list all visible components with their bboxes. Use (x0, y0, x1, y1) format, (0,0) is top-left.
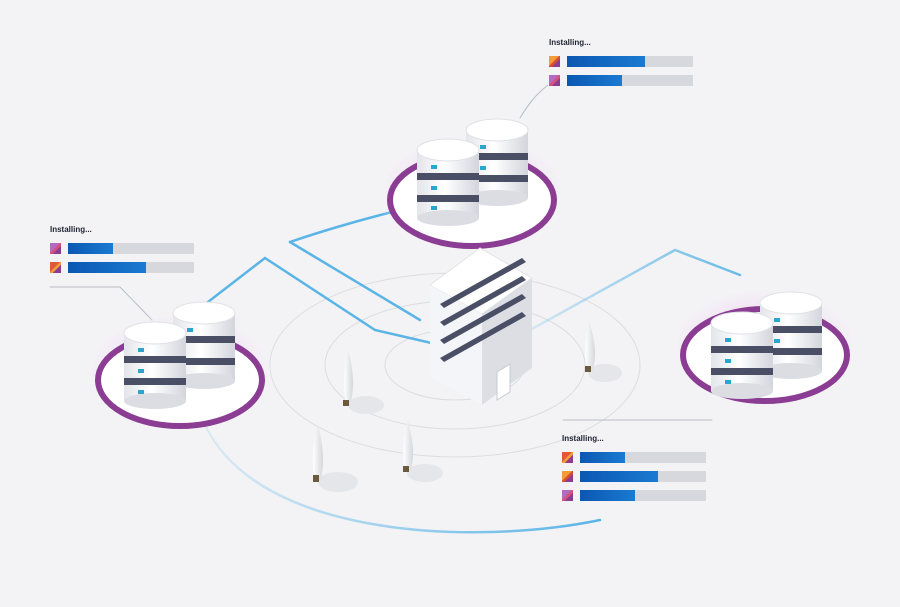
building-windows (440, 258, 526, 362)
red-package-icon (562, 452, 573, 463)
progress-bar-fill (580, 452, 626, 463)
progress-bar (68, 243, 194, 254)
connection-lines (49, 84, 742, 534)
progress-bar-fill (68, 262, 147, 273)
database-cylinder (710, 311, 774, 399)
database-cylinder (416, 138, 480, 226)
progress-bar-fill (68, 243, 114, 254)
install-panel-title: Installing... (549, 38, 591, 47)
database-cylinder (123, 321, 187, 409)
progress-bar-fill (580, 471, 659, 482)
install-panel-title: Installing... (50, 225, 92, 234)
install-item (562, 488, 708, 503)
orange-package-icon (562, 471, 573, 482)
install-item (549, 73, 695, 88)
install-panel-top: Installing... (549, 38, 695, 88)
progress-bar (580, 490, 706, 501)
progress-bar (567, 75, 693, 86)
install-item (549, 54, 695, 69)
install-panel-title: Installing... (562, 434, 604, 443)
install-panel-left: Installing... (50, 225, 196, 275)
progress-bar (567, 56, 693, 67)
progress-bar (68, 262, 194, 273)
orange-package-icon (549, 56, 560, 67)
install-item (562, 469, 708, 484)
install-panel-right: Installing... (562, 434, 708, 503)
central-building (429, 247, 533, 405)
database-cluster-left (80, 301, 280, 432)
progress-bar (580, 471, 706, 482)
decorative-leaves (312, 320, 622, 492)
purple-package-icon (50, 243, 61, 254)
database-cluster-top (372, 118, 572, 250)
progress-bar-fill (580, 490, 636, 501)
install-item (50, 260, 196, 275)
purple-package-icon (562, 490, 573, 501)
progress-bar-fill (567, 56, 646, 67)
install-item (562, 450, 708, 465)
purple-package-icon (549, 75, 560, 86)
red-package-icon (50, 262, 61, 273)
progress-bar-fill (567, 75, 623, 86)
progress-bar (580, 452, 706, 463)
database-cylinder (172, 301, 236, 389)
database-cluster-right (665, 283, 865, 407)
install-item (50, 241, 196, 256)
